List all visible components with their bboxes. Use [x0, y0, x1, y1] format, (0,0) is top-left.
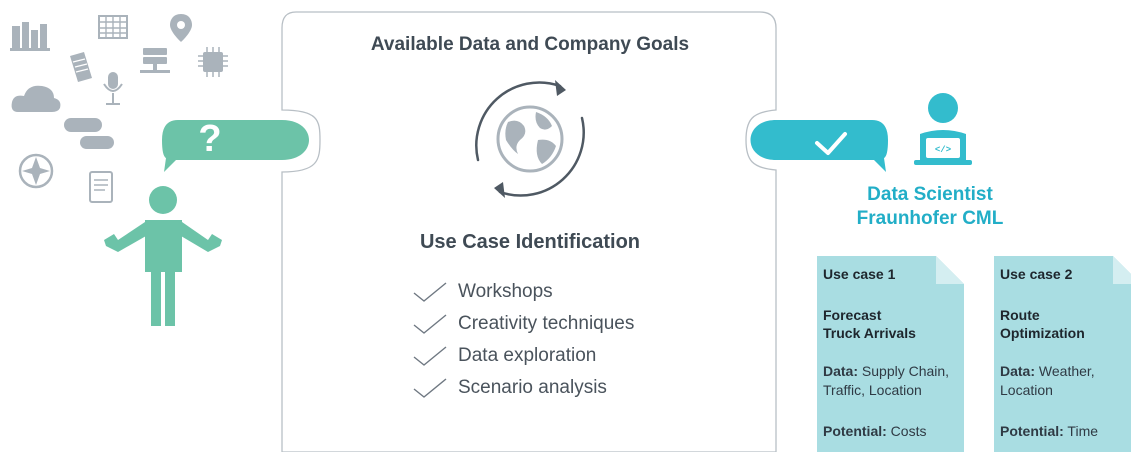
checklist-label: Workshops: [458, 281, 553, 302]
location-pin-icon: [170, 14, 192, 42]
cloud-icon: [11, 85, 61, 112]
use-case-caption: Use case 2: [1000, 266, 1073, 282]
scientist-role: Data Scientist: [867, 184, 993, 205]
use-case-name: Forecast Truck Arrivals: [823, 307, 916, 341]
panel-title: Available Data and Company Goals: [370, 34, 690, 55]
server-icon: [140, 48, 170, 73]
use-case-data: Data: Weather, Location: [1000, 363, 1095, 398]
checkmark-icon: [413, 346, 447, 366]
checkmark-icon: [413, 314, 447, 334]
checklist-label: Data exploration: [458, 345, 597, 366]
compass-icon: [18, 153, 54, 189]
checklist-label: Scenario analysis: [458, 377, 607, 398]
checkmark-icon: [413, 282, 447, 302]
use-case-caption: Use case 1: [823, 266, 896, 282]
chip-icon: [198, 47, 228, 77]
refresh-cycle-icon: [475, 80, 585, 198]
question-mark: ?: [198, 118, 222, 160]
microphone-icon: [103, 72, 123, 105]
use-case-potential: Potential: Time: [1000, 423, 1099, 439]
panel-subtitle: Use Case Identification: [419, 231, 641, 253]
use-case-name: Route Optimization: [1000, 307, 1085, 341]
library-books-icon: [10, 22, 50, 51]
check-icon: [815, 132, 847, 155]
data-scientist-icon: </>: [914, 93, 972, 165]
use-case-potential: Potential: Costs: [823, 423, 927, 439]
spreadsheet-icon: [98, 15, 128, 39]
scientist-org: Fraunhofer CML: [856, 208, 1004, 229]
center-puzzle-panel: [281, 11, 777, 452]
checklist-item: Data exploration: [410, 340, 634, 372]
globe-icon: [496, 105, 564, 173]
checklist-label: Creativity techniques: [458, 313, 635, 334]
use-case-card-1: Use case 1 Forecast Truck Arrivals Data:…: [817, 256, 964, 452]
svg-text:</>: </>: [935, 145, 951, 155]
checkmark-icon: [413, 378, 447, 398]
checklist-item: Scenario analysis: [410, 372, 634, 404]
tablet-report-icon: [89, 171, 113, 203]
checklist-item: Workshops: [410, 276, 634, 308]
method-checklist: Workshops Creativity techniques Data exp…: [410, 276, 634, 404]
chat-bubbles-icon: [64, 118, 114, 149]
document-icon: [70, 52, 92, 82]
use-case-card-2: Use case 2 Route Optimization Data: Weat…: [994, 256, 1131, 452]
use-case-data: Data: Supply Chain, Traffic, Location: [823, 363, 950, 398]
scientist-label: Data Scientist Fraunhofer CML: [820, 183, 1040, 231]
question-bubble: [162, 120, 309, 172]
checklist-item: Creativity techniques: [410, 308, 634, 340]
confused-person-icon: [104, 186, 222, 326]
